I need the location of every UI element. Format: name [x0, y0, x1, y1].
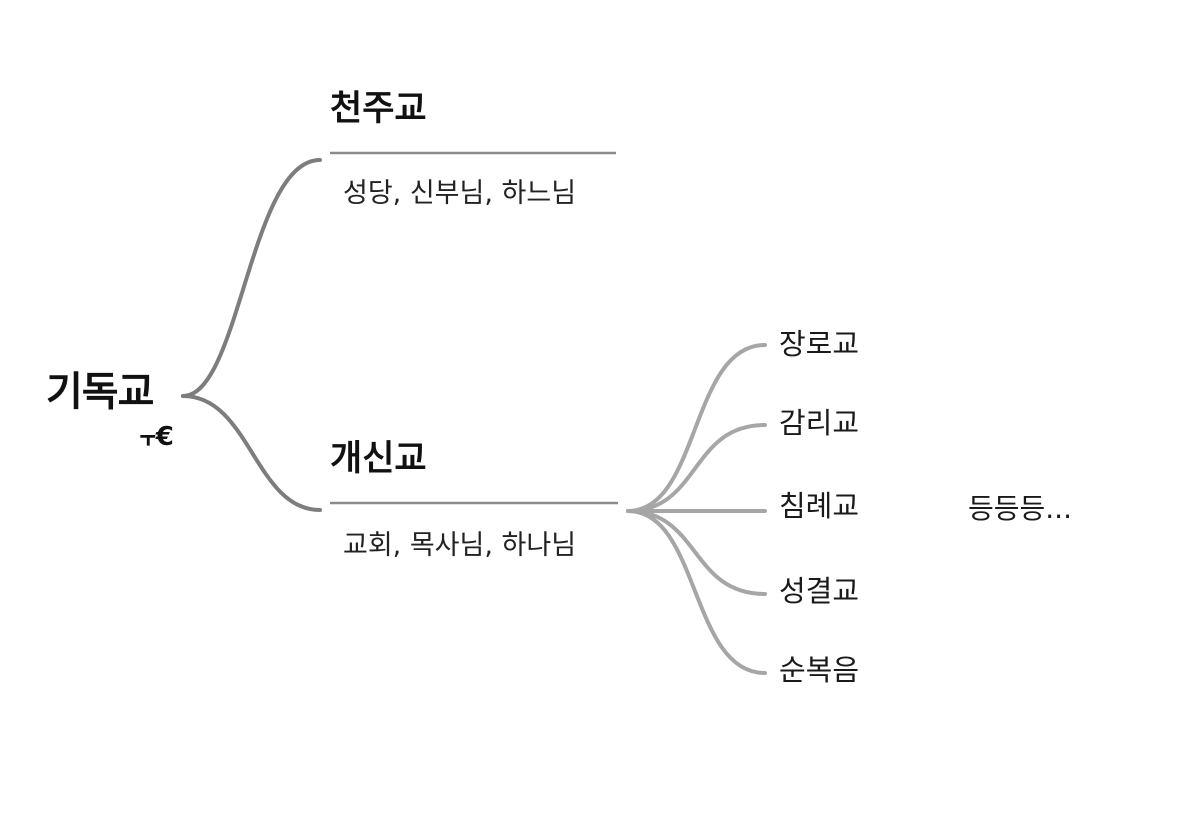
- protestant-node-description: 교회, 목사님, 하나님: [343, 530, 577, 561]
- denomination-node: 침례교: [779, 489, 860, 523]
- catholic-node-description: 성당, 신부님, 하느님: [343, 178, 577, 209]
- connector-protestant-to-child-3: [626, 509, 767, 596]
- connector-protestant-to-child-1: [626, 423, 767, 513]
- denomination-node: 성결교: [779, 574, 860, 608]
- connector-root-to-protestant: [181, 394, 322, 512]
- denomination-node: 장로교: [779, 327, 860, 361]
- root-node-label: 기독교: [46, 369, 154, 415]
- protestant-node-title: 개신교: [330, 439, 427, 479]
- root-node-glyph: ⫟€: [140, 422, 174, 452]
- denomination-node: 순복음: [779, 653, 860, 687]
- connector-protestant-to-child-0: [626, 343, 767, 513]
- denomination-node: 감리교: [779, 406, 860, 440]
- etc-note: 등등등...: [968, 492, 1072, 525]
- connector-root-to-catholic: [181, 158, 322, 398]
- connector-protestant-to-child-4: [626, 509, 767, 675]
- catholic-node-title: 천주교: [330, 89, 427, 129]
